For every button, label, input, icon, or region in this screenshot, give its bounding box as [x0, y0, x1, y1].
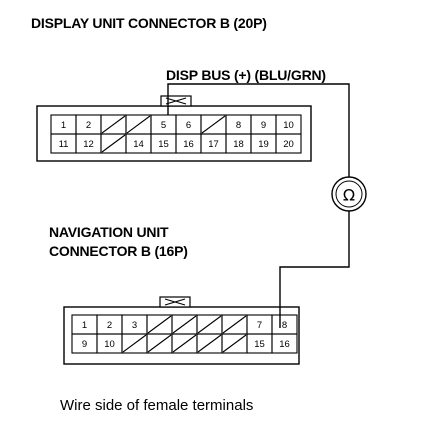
nav-connector-title-line2: CONNECTOR B (16P)	[49, 243, 188, 259]
connector-16p-unused-terminal-mark	[122, 334, 147, 353]
connector-20p-terminal-number: 9	[261, 120, 266, 131]
nav-connector-title-line1: NAVIGATION UNIT	[49, 224, 169, 240]
connector-20p-terminal: 6	[175, 114, 202, 135]
ohm-icon: Ω	[343, 186, 355, 205]
connector-20p-terminal-number: 18	[233, 139, 244, 150]
connector-16p-unused-terminal-mark	[197, 315, 222, 334]
connector-20p-terminal	[100, 114, 127, 135]
connector-20p-terminal-number: 5	[161, 120, 166, 131]
connector-20p-terminal: 15	[150, 133, 177, 154]
connector-16p-terminal: 15	[246, 333, 273, 354]
connector-16p-terminal: 9	[71, 333, 98, 354]
connector-20p-terminal: 11	[50, 133, 77, 154]
connector-16p-terminals: 1 2 3 7 8 9 10 15 16	[71, 314, 298, 354]
connector-20p-terminal: 14	[125, 133, 152, 154]
connector-16p-terminal-number: 10	[104, 339, 115, 350]
connector-20p-terminal: 20	[275, 133, 302, 154]
connector-20p-terminal-number: 14	[133, 139, 144, 150]
connector-20p-terminal	[100, 133, 127, 154]
connector-20p-terminal	[125, 114, 152, 135]
connector-20p-lock-tab	[160, 95, 192, 107]
connector-20p-terminal: 9	[250, 114, 277, 135]
connector-20p-terminal-number: 16	[183, 139, 194, 150]
connector-20p-terminal: 1	[50, 114, 77, 135]
connector-16p-unused-terminal-mark	[147, 334, 172, 353]
connector-16p-terminal-number: 8	[282, 320, 287, 331]
connector-16p-terminal: 2	[96, 314, 123, 335]
connector-20p-terminal: 17	[200, 133, 227, 154]
connector-16p-terminal	[221, 314, 248, 335]
connector-16p-terminal: 16	[271, 333, 298, 354]
connector-16p-terminal-number: 1	[82, 320, 87, 331]
test-wire	[167, 83, 350, 328]
connector-20p-unused-terminal-mark	[101, 134, 126, 153]
connector-16p-terminal	[121, 333, 148, 354]
connector-20p-terminal-number: 11	[59, 139, 69, 150]
connector-16p-unused-terminal-mark	[147, 315, 172, 334]
connector-20p-terminal-number: 12	[83, 139, 94, 150]
connector-16p-terminal-number: 15	[254, 339, 265, 350]
connector-20p-terminal-number: 10	[283, 120, 294, 131]
connector-20p-terminal-number: 2	[86, 120, 91, 131]
connector-16p-terminal: 10	[96, 333, 123, 354]
ohmmeter-symbol: Ω	[331, 176, 367, 212]
connector-20p-terminal-number: 8	[236, 120, 241, 131]
caption: Wire side of female terminals	[60, 397, 254, 414]
connector-16p-terminal	[196, 314, 223, 335]
diagram-title: DISPLAY UNIT CONNECTOR B (20P)	[31, 15, 267, 31]
connector-16p-terminal: 7	[246, 314, 273, 335]
connector-16p-unused-terminal-mark	[172, 334, 197, 353]
connector-16p-terminal	[146, 333, 173, 354]
connector-16p-terminal	[171, 333, 198, 354]
connector-20p-terminal: 19	[250, 133, 277, 154]
connector-20p-terminal: 18	[225, 133, 252, 154]
connector-16p-unused-terminal-mark	[172, 315, 197, 334]
connector-16p-lock-tab	[159, 296, 191, 308]
connector-16p-terminal-number: 16	[279, 339, 290, 350]
connector-20p-terminal-number: 20	[283, 139, 294, 150]
connector-16p-terminal-number: 2	[107, 320, 112, 331]
connector-20p-terminal-number: 1	[61, 120, 66, 131]
connector-16p-terminal: 1	[71, 314, 98, 335]
connector-20p-terminal-number: 17	[208, 139, 219, 150]
connector-20p-terminal	[200, 114, 227, 135]
connector-20p-terminal-number: 6	[186, 120, 191, 131]
connector-20p-terminal-number: 19	[258, 139, 269, 150]
connector-20p-terminal-number: 15	[158, 139, 169, 150]
connector-16p-terminal	[171, 314, 198, 335]
wire-label: DISP BUS (+) (BLU/GRN)	[166, 67, 326, 83]
connector-16p-terminal-number: 3	[132, 320, 137, 331]
connector-16p-terminal: 8	[271, 314, 298, 335]
connector-16p-unused-terminal-mark	[222, 334, 247, 353]
connector-16p-unused-terminal-mark	[222, 315, 247, 334]
connector-20p-terminal: 2	[75, 114, 102, 135]
connector-20p-terminal: 12	[75, 133, 102, 154]
connector-20p-unused-terminal-mark	[201, 115, 226, 134]
connector-20p-terminal: 10	[275, 114, 302, 135]
connector-20p-terminal: 16	[175, 133, 202, 154]
connector-16p-unused-terminal-mark	[197, 334, 222, 353]
connector-20p-unused-terminal-mark	[126, 115, 151, 134]
connector-20p-unused-terminal-mark	[101, 115, 126, 134]
connector-20p-terminal: 5	[150, 114, 177, 135]
connector-16p-terminal-number: 9	[82, 339, 87, 350]
connector-16p-terminal: 3	[121, 314, 148, 335]
connector-16p-terminal	[196, 333, 223, 354]
navigation-unit-connector-16p: 1 2 3 7 8 9 10 15 16	[63, 306, 300, 365]
connector-16p-terminal-number: 7	[257, 320, 262, 331]
connector-16p-terminal	[146, 314, 173, 335]
connector-16p-terminal	[221, 333, 248, 354]
connector-20p-terminal: 8	[225, 114, 252, 135]
